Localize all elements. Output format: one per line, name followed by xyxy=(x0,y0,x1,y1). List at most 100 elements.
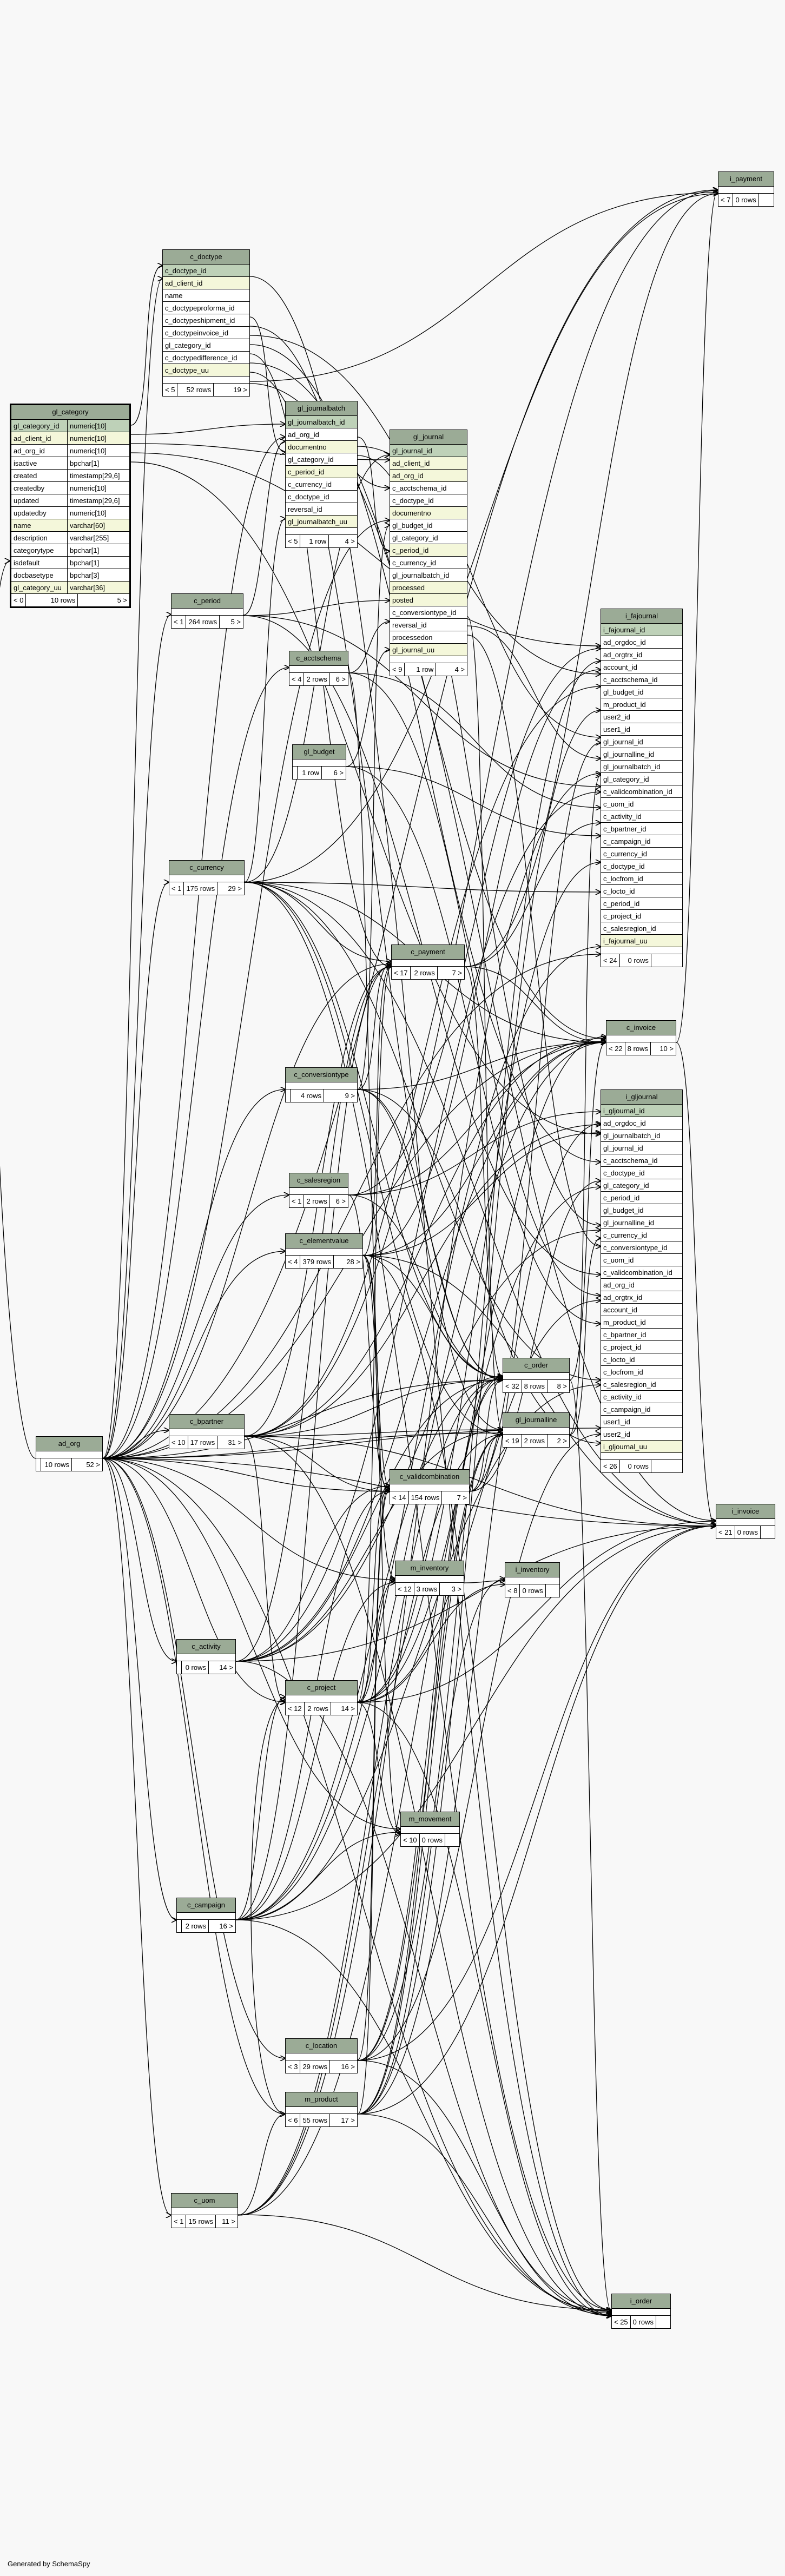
column-row[interactable]: c_validcombination_id xyxy=(601,1266,682,1279)
table-header[interactable]: m_product xyxy=(286,2092,357,2107)
table-header[interactable]: c_project xyxy=(286,1681,357,1695)
table-header[interactable]: gl_journalline xyxy=(503,1413,569,1428)
column-row[interactable]: gl_journalbatch_uu xyxy=(286,516,357,528)
column-row[interactable]: c_acctschema_id xyxy=(601,673,682,686)
table-header[interactable]: ad_org xyxy=(36,1437,102,1451)
column-row[interactable]: c_campaign_id xyxy=(601,835,682,848)
column-row[interactable]: account_id xyxy=(601,1304,682,1316)
column-row[interactable]: i_gljournal_uu xyxy=(601,1441,682,1453)
column-row[interactable]: gl_category_id xyxy=(601,773,682,785)
column-row[interactable]: ad_orgtrx_id xyxy=(601,1291,682,1304)
column-row[interactable]: posted xyxy=(390,594,467,606)
table-header[interactable]: m_movement xyxy=(401,1812,459,1827)
column-row[interactable]: gl_journalbatch_id xyxy=(286,416,357,428)
table-header[interactable]: i_payment xyxy=(718,172,774,187)
column-row[interactable]: reversal_id xyxy=(390,619,467,631)
column-row[interactable]: ad_client_id xyxy=(390,457,467,470)
column-row[interactable]: c_project_id xyxy=(601,1341,682,1353)
column-row[interactable]: processed xyxy=(390,582,467,594)
column-row[interactable]: ad_org_id xyxy=(601,1279,682,1291)
column-row[interactable]: name xyxy=(163,289,249,302)
column-row[interactable]: documentno xyxy=(390,507,467,519)
table-header[interactable]: c_payment xyxy=(392,945,464,960)
column-row[interactable]: c_doctype_id xyxy=(286,491,357,503)
column-row[interactable]: c_uom_id xyxy=(601,1254,682,1266)
column-row[interactable]: gl_budget_id xyxy=(601,686,682,698)
column-row[interactable]: user2_id xyxy=(601,711,682,723)
table-header[interactable]: m_inventory xyxy=(395,1561,464,1576)
column-row[interactable]: c_conversiontype_id xyxy=(390,606,467,619)
column-row[interactable]: c_campaign_id xyxy=(601,1403,682,1416)
column-row[interactable]: c_locto_id xyxy=(601,1353,682,1366)
column-row[interactable]: c_validcombination_id xyxy=(601,785,682,798)
column-row[interactable]: gl_category_id xyxy=(390,532,467,544)
table-header[interactable]: c_uom xyxy=(171,2194,238,2208)
table-header[interactable]: c_campaign xyxy=(177,1898,235,1913)
column-row[interactable]: reversal_id xyxy=(286,503,357,516)
column-row[interactable]: c_currency_id xyxy=(286,478,357,491)
column-row[interactable]: c_period_id xyxy=(390,544,467,557)
table-header[interactable]: c_salesregion xyxy=(289,1173,348,1188)
column-row[interactable]: c_doctype_uu xyxy=(163,364,249,377)
table-header[interactable]: gl_category xyxy=(11,405,129,420)
column-row[interactable]: c_conversiontype_id xyxy=(601,1241,682,1254)
column-row[interactable]: c_doctypeproforma_id xyxy=(163,302,249,314)
column-row[interactable]: ad_orgdoc_id xyxy=(601,1117,682,1130)
column-row[interactable]: c_bpartner_id xyxy=(601,823,682,835)
column-row[interactable]: c_acctschema_id xyxy=(601,1154,682,1167)
column-row[interactable]: processedon xyxy=(390,631,467,644)
column-row[interactable]: c_activity_id xyxy=(601,1391,682,1403)
column-row[interactable]: i_gljournal_id xyxy=(601,1105,682,1117)
column-row[interactable]: c_doctype_id xyxy=(390,494,467,507)
column-row[interactable]: c_locfrom_id xyxy=(601,1366,682,1378)
table-header[interactable]: c_validcombination xyxy=(390,1470,469,1484)
column-row[interactable]: ad_org_id xyxy=(286,428,357,441)
column-row[interactable]: gl_category_id xyxy=(286,453,357,466)
column-row[interactable]: c_currency_id xyxy=(390,557,467,569)
column-row[interactable]: gl_journal_id xyxy=(601,1142,682,1154)
table-header[interactable]: gl_budget xyxy=(293,745,346,759)
column-row[interactable]: user1_id xyxy=(601,1416,682,1428)
column-row[interactable]: gl_category_id xyxy=(163,339,249,352)
column-row[interactable]: c_locfrom_id xyxy=(601,873,682,885)
column-row[interactable]: user2_id xyxy=(601,1428,682,1441)
table-header[interactable]: c_currency xyxy=(169,861,244,875)
table-header[interactable]: c_invoice xyxy=(606,1021,676,1035)
table-header[interactable]: c_period xyxy=(171,594,243,609)
column-row[interactable]: ad_org_id xyxy=(390,470,467,482)
table-header[interactable]: i_order xyxy=(612,2294,670,2309)
column-row[interactable]: gl_journalbatch_id xyxy=(601,761,682,773)
table-header[interactable]: i_inventory xyxy=(505,1563,559,1577)
column-row[interactable]: account_id xyxy=(601,661,682,673)
